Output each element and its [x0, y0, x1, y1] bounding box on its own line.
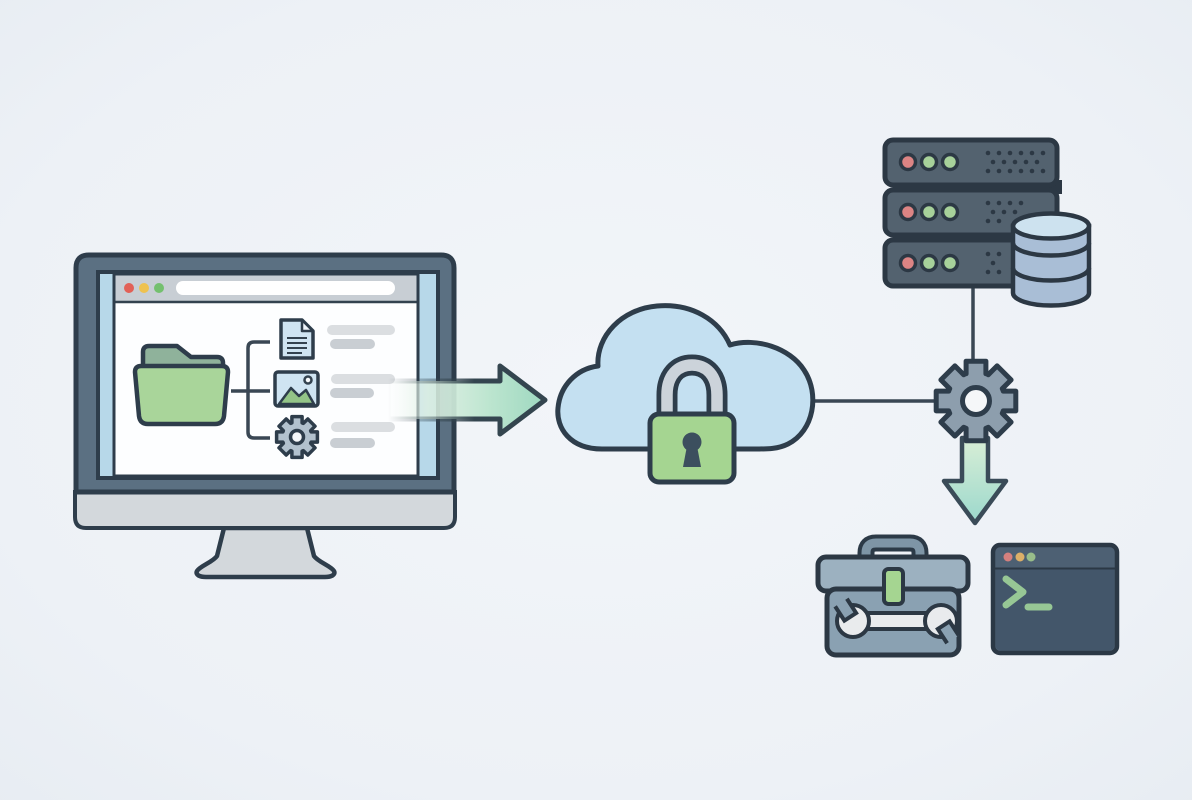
settings-gear-icon [274, 414, 320, 460]
terminal-minimize-dot [1015, 552, 1025, 562]
toolbox-icon [815, 534, 971, 658]
browser-window-frame [112, 272, 420, 478]
cloud-icon [555, 303, 816, 452]
padlock-shackle [661, 359, 723, 420]
browser-close-dot [124, 283, 134, 293]
terminal-prompt-icon [1002, 575, 1053, 611]
document-icon [279, 318, 315, 360]
monitor-stand [194, 525, 337, 580]
secure-cloud [555, 303, 816, 485]
monitor-chin [73, 490, 457, 530]
led-red [898, 152, 918, 172]
image-sun-dot [303, 375, 313, 385]
led-green [940, 253, 960, 273]
terminal-window-icon [990, 542, 1120, 656]
processing-gear-icon [933, 358, 1019, 444]
led-green [919, 202, 939, 222]
toolbox-handle [861, 538, 925, 574]
padlock-keyhole [682, 432, 702, 467]
led-green [940, 202, 960, 222]
wrench-icon [833, 597, 961, 645]
browser-minimize-dot [139, 283, 149, 293]
led-green [940, 152, 960, 172]
computer-monitor [73, 252, 457, 580]
vent-dots [985, 150, 1046, 174]
server-unit-1 [882, 137, 1060, 188]
vent-dots [985, 251, 1002, 275]
browser-window [112, 272, 420, 478]
browser-maximize-dot [154, 283, 164, 293]
image-icon [273, 370, 320, 408]
folder-icon [132, 343, 231, 427]
terminal-maximize-dot [1026, 552, 1036, 562]
database-icon [1010, 211, 1092, 308]
url-bar [176, 281, 395, 295]
led-red [898, 253, 918, 273]
padlock-icon [647, 354, 737, 485]
document-text-lines [287, 337, 307, 354]
led-green [919, 253, 939, 273]
down-arrow-icon [941, 435, 1009, 526]
led-red [898, 202, 918, 222]
placeholder-text-lines [327, 325, 395, 448]
led-green [919, 152, 939, 172]
vent-dots [985, 200, 1024, 224]
toolbox-latch [882, 567, 905, 606]
transfer-arrow-icon [385, 363, 548, 437]
file-tree-connector [231, 340, 270, 440]
connector-lines [800, 284, 975, 403]
terminal-close-dot [1003, 552, 1013, 562]
